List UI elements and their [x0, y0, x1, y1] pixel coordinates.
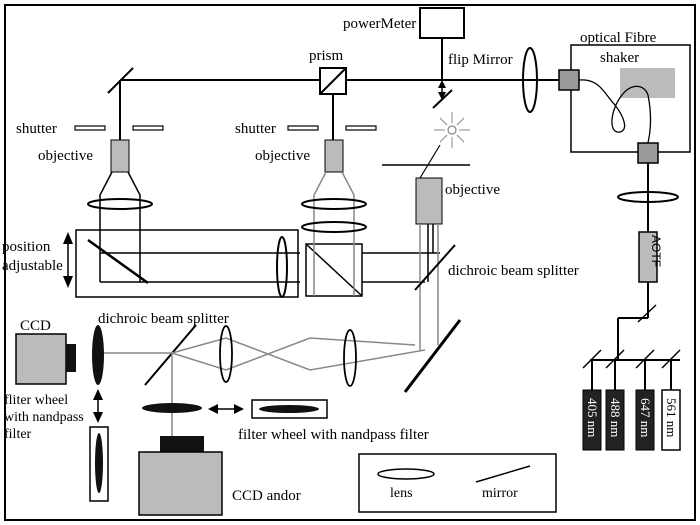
aotf-mirror: [637, 304, 657, 323]
legend-mirror-label: mirror: [482, 486, 518, 501]
lower-right-mirror: [403, 319, 462, 393]
filter-wheel-left-2: with nandpass: [4, 410, 84, 425]
mid-dichroic-diag: [305, 243, 363, 297]
mid-lens-2: [301, 221, 367, 233]
right-sample-tick: [419, 144, 441, 179]
laser-561: [661, 389, 681, 451]
fibre-coupler-bottom: [637, 142, 659, 164]
position-label-1: position: [2, 239, 51, 255]
objective-left-label: objective: [38, 148, 93, 164]
left-obj-cone: [99, 171, 141, 282]
shutter-mid-label: shutter: [235, 121, 276, 137]
laser-mirror-4: [661, 349, 681, 369]
laser-405-label: 405 nm: [585, 398, 600, 437]
legend-mirror-icon: [475, 465, 531, 483]
objective-right: [415, 177, 443, 225]
det-lens-1: [219, 325, 233, 383]
relay-lens: [276, 236, 288, 298]
shutter-mid-b: [345, 125, 377, 131]
objective-mid: [324, 139, 344, 173]
ccd-left-filter: [92, 325, 104, 385]
laser-647: [635, 389, 655, 451]
right-dichroic: [414, 244, 456, 291]
position-adjustable-frame: [75, 229, 299, 298]
mid-lens-1: [301, 198, 367, 210]
shutter-mid-a: [287, 125, 319, 131]
objective-left: [110, 139, 130, 173]
fw-bottom-arrow-left: [208, 404, 218, 414]
left-tube-lens: [87, 198, 153, 210]
shaker-label: shaker: [600, 50, 639, 66]
laser-647-label: 647 nm: [638, 398, 653, 437]
aotf-label: AOTF: [649, 235, 663, 267]
outer-frame: [4, 4, 696, 521]
ccd-andor-sensor: [160, 436, 204, 452]
filter-wheel-left-1: fliter wheel: [4, 393, 68, 408]
position-arrow-down: [63, 276, 73, 288]
filter-wheel-left-3: filter: [4, 427, 32, 442]
laser-mirror-2: [605, 349, 625, 369]
power-meter-label: powerMeter: [343, 16, 416, 32]
left-dichroic: [144, 324, 197, 386]
optical-fibre-label: optical Fibre: [580, 30, 657, 46]
flip-arrow-down: [438, 92, 446, 100]
laser-488-label: 488 nm: [608, 398, 623, 437]
objective-mid-label: objective: [255, 148, 310, 164]
shutter-left-b: [132, 125, 164, 131]
light-source-icon: [434, 112, 470, 148]
legend-lens-icon: [377, 468, 435, 480]
power-meter-box: [419, 7, 465, 39]
flip-arrow-up: [438, 80, 446, 88]
flip-mirror-label: flip Mirror: [448, 52, 513, 68]
laser-mirror-1: [582, 349, 602, 369]
fw-left-arrow-up: [93, 389, 103, 400]
bottom-filter: [142, 403, 202, 413]
filter-wheel-bottom-label: filter wheel with nandpass filter: [238, 427, 429, 443]
fibre-coupler-top: [558, 69, 580, 91]
laser-405: [582, 389, 602, 451]
objective-right-label: objective: [445, 182, 500, 198]
det-beam-lower: [171, 337, 416, 371]
ccd-left-sensor: [66, 344, 76, 372]
filter-wheel-bottom-filter: [259, 405, 319, 413]
ccd-label: CCD: [20, 318, 51, 334]
shutter-left-label: shutter: [16, 121, 57, 137]
prism-diagonal: [319, 67, 347, 95]
fw-left-arrow-down: [93, 412, 103, 423]
prism-label: prism: [309, 48, 344, 64]
dichroic-right-label: dichroic beam splitter: [448, 263, 579, 279]
fibre-cable: [578, 79, 652, 144]
dichroic-left-label: dichroic beam splitter: [98, 311, 229, 327]
laser-488: [605, 389, 625, 451]
det-lens-2: [343, 329, 357, 387]
mid-obj-cone: [313, 171, 355, 240]
optical-fibre-box: [570, 44, 691, 153]
fibre-output-lens: [522, 47, 538, 113]
ccd-andor-label: CCD andor: [232, 488, 301, 504]
filter-wheel-left-filter: [95, 433, 103, 493]
laser-561-label: 561 nm: [664, 398, 679, 437]
ccd-andor-camera: [138, 451, 223, 516]
left-mirror-45: [87, 238, 149, 285]
collimating-lens: [617, 191, 679, 203]
ccd-camera-left: [15, 333, 67, 385]
legend-box: [358, 453, 557, 513]
shutter-left-a: [74, 125, 106, 131]
laser-mirror-3: [635, 349, 655, 369]
position-arrow-up: [63, 232, 73, 244]
legend-lens-label: lens: [390, 486, 413, 501]
fw-bottom-arrow-right: [234, 404, 244, 414]
position-label-2: adjustable: [2, 258, 63, 274]
